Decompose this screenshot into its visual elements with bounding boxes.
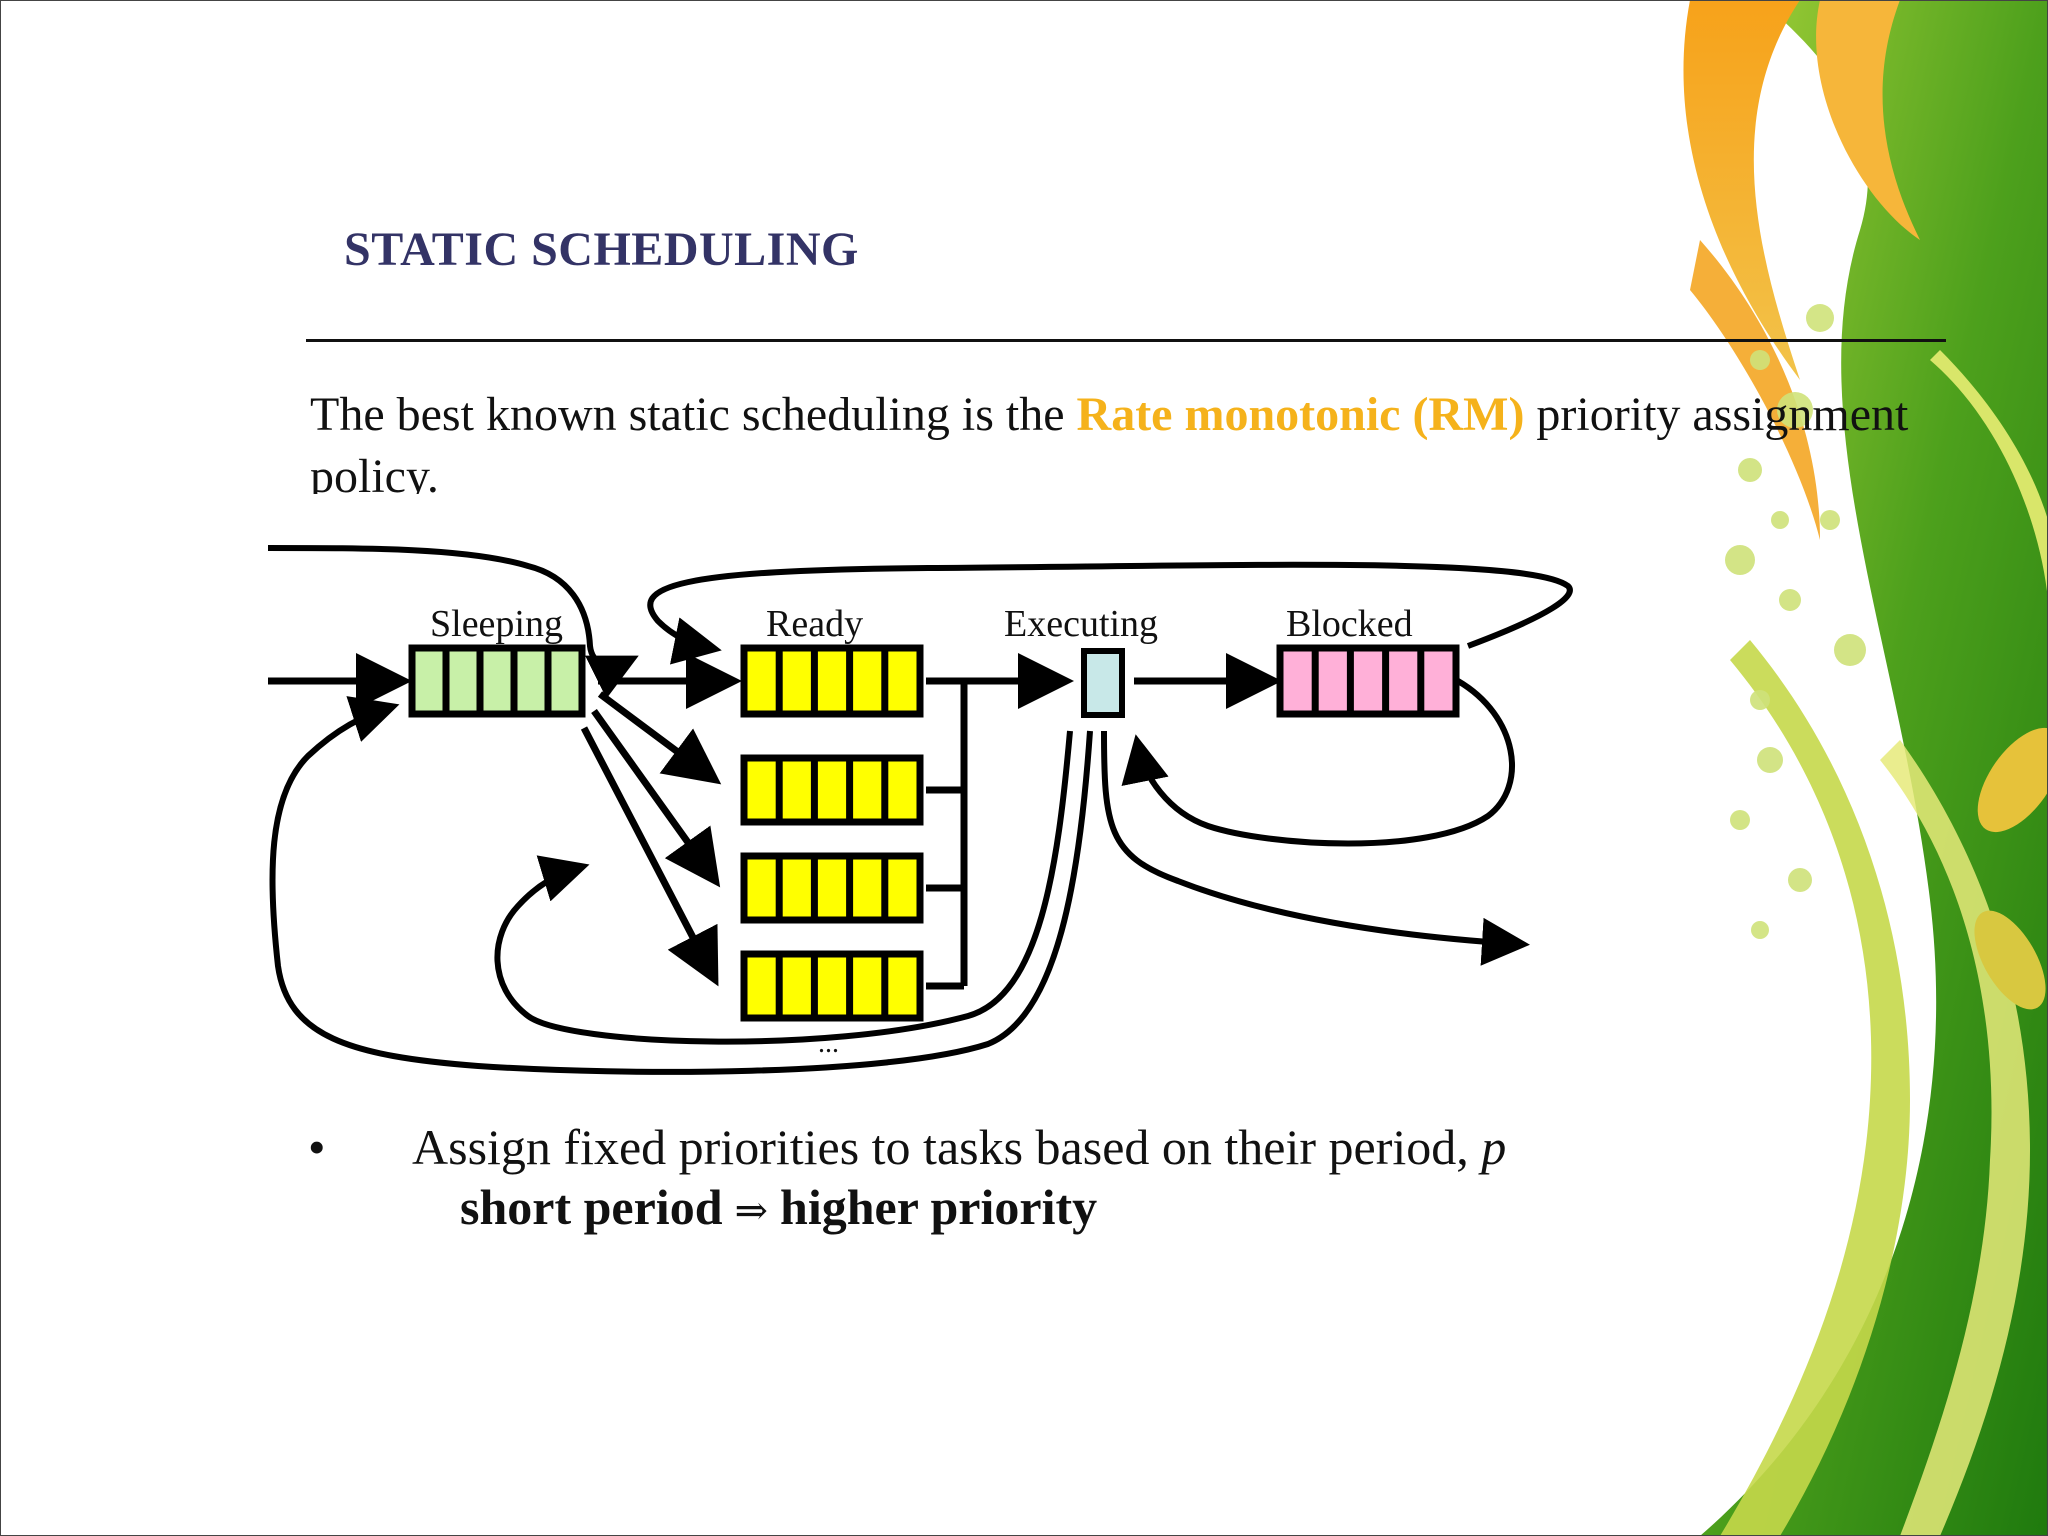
executing-slot <box>1081 648 1125 718</box>
blocked-label: Blocked <box>1286 603 1413 645</box>
ready-queue-2 <box>740 754 924 826</box>
ready-queue-4 <box>740 950 924 1022</box>
arrow-sleeping-ready-4 <box>580 726 719 987</box>
queue-frame <box>1276 644 1460 718</box>
queue-frame <box>408 644 586 718</box>
queue-frame <box>740 754 924 826</box>
arrow-new-task-ready <box>267 545 639 699</box>
priority-rule: short period⇒higher priority <box>460 1178 1097 1236</box>
intro-text-before: The best known static scheduling is the <box>310 388 1077 441</box>
bullet-main: Assign fixed priorities to tasks based o… <box>412 1119 1482 1175</box>
task-state-diagram: Sleeping Ready Executing Blocked <box>228 496 1708 1128</box>
queue-frame <box>740 950 924 1022</box>
arrow-executing-ready-loop <box>494 730 1073 1045</box>
sleeping-queue <box>408 644 586 718</box>
arrow-blocked-executing <box>1121 678 1515 847</box>
implies-symbol: ⇒ <box>734 1188 769 1234</box>
ready-queue-3 <box>740 852 924 924</box>
arrow-executing-sleeping <box>269 696 1093 1075</box>
arrow-executing-exit <box>1101 730 1530 966</box>
arrow-sleeping-ready-2 <box>597 691 722 785</box>
queue-frame <box>740 644 924 718</box>
rule-left: short period <box>460 1179 723 1235</box>
intro-text-after: priority assignment policy. <box>310 388 1909 494</box>
executing-label: Executing <box>1004 603 1158 645</box>
state-diagram-canvas: Sleeping Ready Executing Blocked <box>267 545 1573 1075</box>
queue-frame <box>740 852 924 924</box>
bullet-marker: • <box>308 1119 326 1175</box>
bullet-text: Assign fixed priorities to tasks based o… <box>412 1118 1506 1176</box>
arrow-blocked-ready <box>647 561 1573 665</box>
rule-right: higher priority <box>780 1179 1098 1235</box>
sleeping-label: Sleeping <box>430 603 563 645</box>
period-variable: p <box>1481 1119 1507 1175</box>
intro-highlight: Rate monotonic (RM) <box>1076 388 1525 441</box>
ellipsis-label: ... <box>818 1028 839 1059</box>
intro-paragraph: The best known static scheduling is the … <box>310 384 1910 494</box>
arrow-sleeping-ready-3 <box>591 708 721 888</box>
ready-queue-1 <box>740 644 924 718</box>
blocked-queue <box>1276 644 1460 718</box>
slide-title: STATIC SCHEDULING <box>344 223 859 276</box>
title-divider <box>306 339 1946 342</box>
ready-label: Ready <box>766 603 863 645</box>
